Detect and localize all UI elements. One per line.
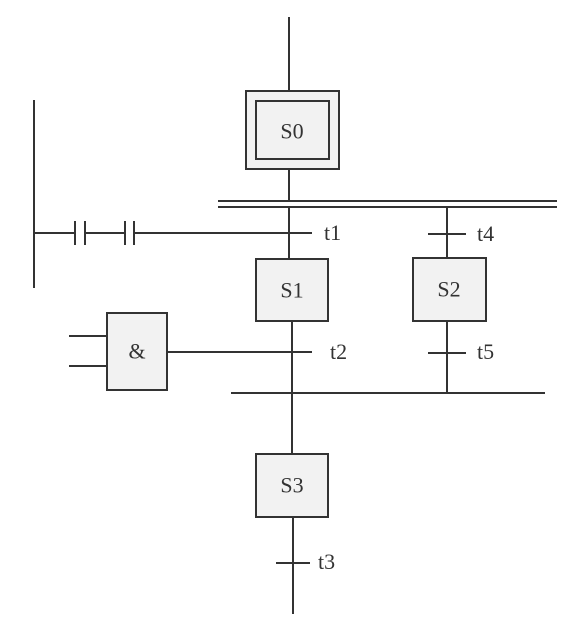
transition-t3-label: t3 xyxy=(318,549,335,574)
initial-step-label: S0 xyxy=(280,119,303,144)
step-s1: S1 xyxy=(255,258,329,322)
and-gate-symbol: & xyxy=(128,339,145,364)
step-s1-frame xyxy=(255,258,329,322)
initial-step-s0: S0 xyxy=(245,90,340,170)
and-gate: & xyxy=(106,312,168,391)
transition-t4-label: t4 xyxy=(477,221,494,246)
step-s1-label: S1 xyxy=(280,278,303,303)
transition-t5-label: t5 xyxy=(477,339,494,364)
and-gate-frame xyxy=(106,312,168,391)
step-s3-label: S3 xyxy=(280,473,303,498)
step-s3-frame xyxy=(255,453,329,518)
step-s3: S3 xyxy=(255,453,329,518)
step-s2-label: S2 xyxy=(437,277,460,302)
initial-step-inner-frame xyxy=(255,100,330,160)
transition-t2-label: t2 xyxy=(330,339,347,364)
step-s2-frame xyxy=(412,257,487,322)
transition-t1-label: t1 xyxy=(324,220,341,245)
step-s2: S2 xyxy=(412,257,487,322)
